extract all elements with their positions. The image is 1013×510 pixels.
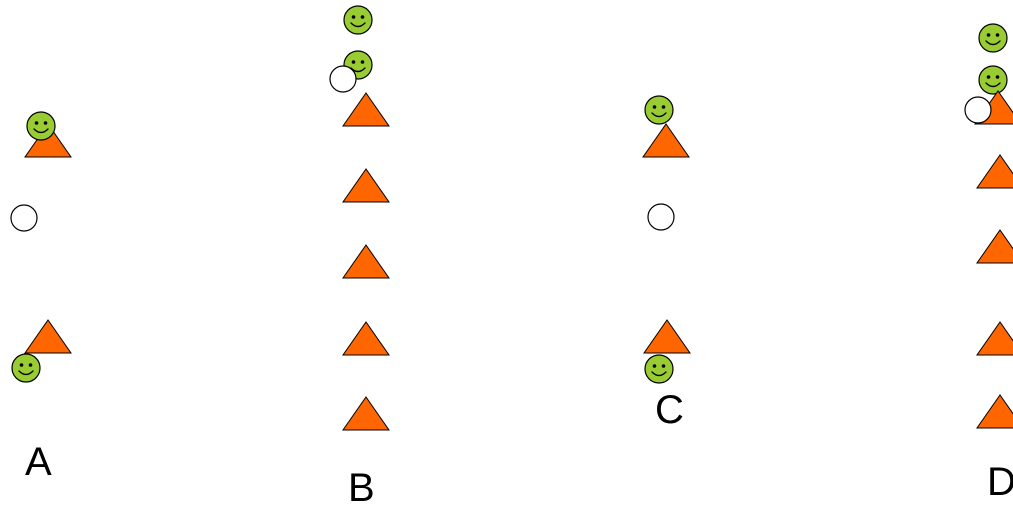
panel-c-smiley-bottom (644, 354, 674, 384)
panel-d-smiley-second (978, 65, 1008, 95)
panel-a-smiley-top (26, 111, 56, 141)
panel-a-smiley-bottom (11, 353, 41, 383)
panel-label-b: B (348, 466, 375, 510)
panel-label-c: C (655, 388, 684, 432)
panel-d-smiley-top (978, 23, 1008, 53)
panel-label-a: A (25, 440, 52, 484)
panel-d-triangle-4 (976, 321, 1013, 356)
panel-d-triangle-2 (976, 154, 1013, 189)
panel-b-triangle-2 (342, 168, 390, 203)
panel-a-triangle-top (24, 123, 72, 158)
panel-b-circle (329, 65, 357, 93)
panel-b-smiley-top (343, 5, 373, 35)
panel-a-triangle-bottom (24, 319, 72, 354)
panel-b-triangle-5 (342, 396, 390, 431)
panel-c-circle (647, 203, 675, 231)
panel-d-circle (964, 96, 992, 124)
panel-c-triangle-top (642, 123, 690, 158)
panel-a-circle (10, 204, 38, 232)
panel-b-triangle-1 (342, 92, 390, 127)
panel-c-smiley-top (644, 95, 674, 125)
panel-label-d: D (987, 460, 1013, 504)
panel-d-triangle-3 (976, 229, 1013, 264)
panel-d-triangle-5 (976, 394, 1013, 429)
panel-b-triangle-4 (342, 321, 390, 356)
panel-c-triangle-bottom (643, 319, 691, 354)
panel-b-triangle-3 (342, 244, 390, 279)
